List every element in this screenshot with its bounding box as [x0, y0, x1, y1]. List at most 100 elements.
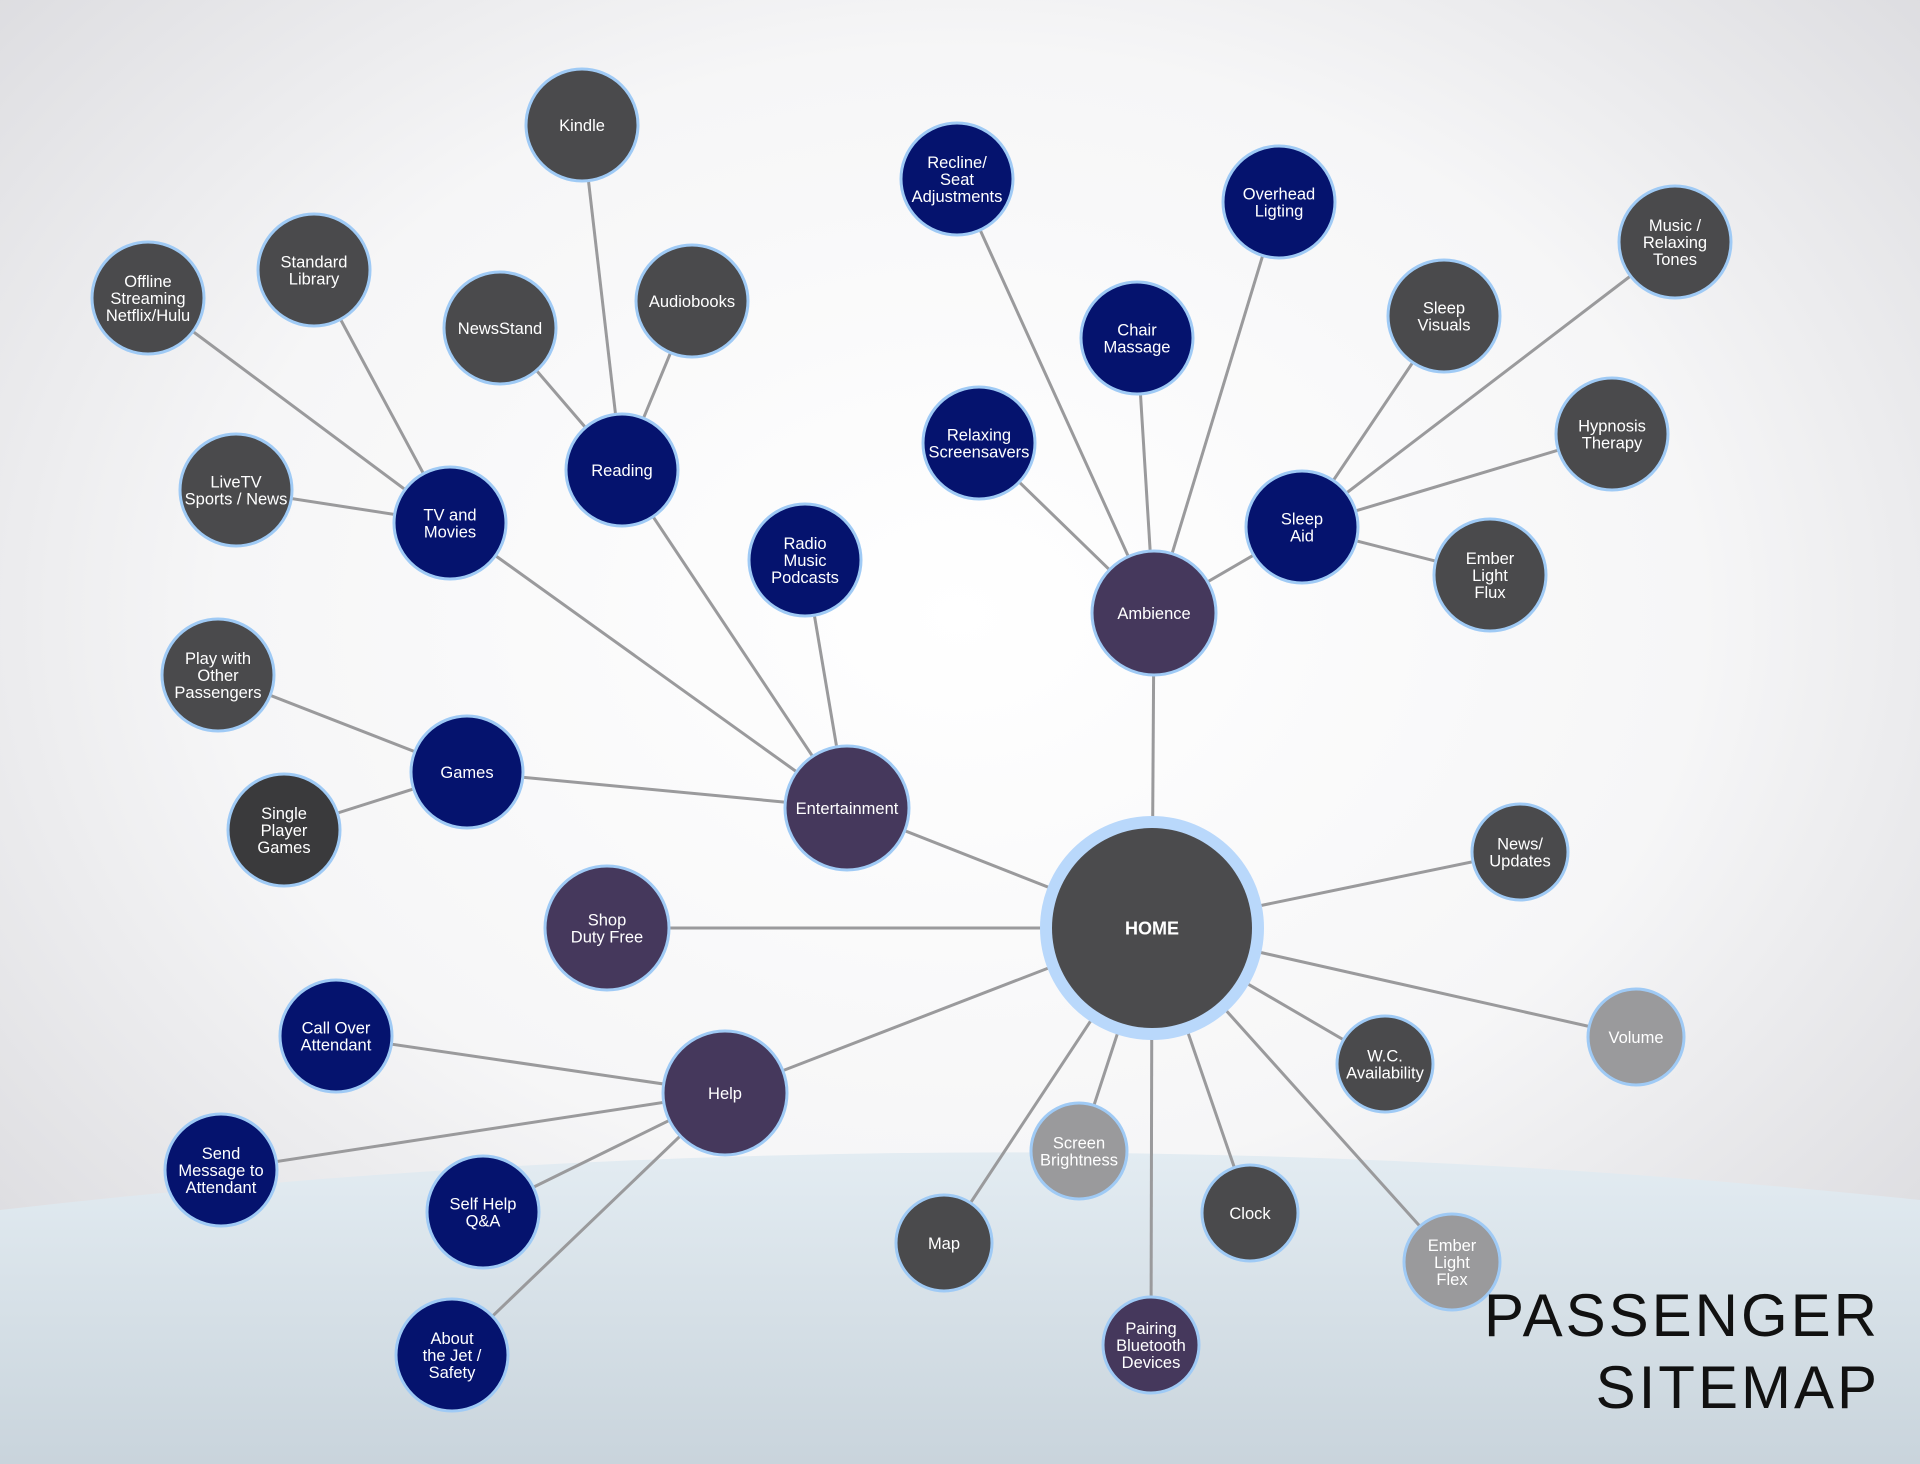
node-label-overhead: Overhead: [1243, 185, 1315, 203]
edge-help-sendmsg: [220, 1091, 726, 1172]
node-label-flux: Ember: [1466, 550, 1515, 568]
node-help: Help: [661, 1029, 789, 1157]
node-label-livetv: LiveTV: [210, 473, 261, 491]
node-label-single: Games: [257, 839, 310, 857]
node-label-livetv: Sports / News: [185, 490, 288, 508]
edge-help-callover: [335, 1034, 726, 1095]
edge-ambience-recline: [955, 178, 1156, 614]
node-circle-entertainment: [783, 744, 911, 872]
node-label-entertainment: Entertainment: [796, 800, 899, 818]
node-label-callover: Call Over: [302, 1019, 371, 1037]
node-circle-sendmsg: [163, 1112, 279, 1228]
node-label-home: HOME: [1125, 918, 1179, 938]
node-ambience: Ambience: [1090, 549, 1218, 677]
node-label-callover: Attendant: [301, 1036, 372, 1054]
node-label-offline: Offline: [124, 273, 171, 291]
node-label-map: Map: [928, 1235, 960, 1253]
node-circle-news: [1470, 802, 1570, 902]
node-circle-help: [661, 1029, 789, 1157]
node-circle-radio: [747, 502, 863, 618]
node-label-sleepaid: Sleep: [1281, 510, 1323, 528]
node-label-flex: Light: [1434, 1254, 1470, 1272]
node-label-news: Updates: [1489, 852, 1550, 870]
node-circle-overhead: [1221, 144, 1337, 260]
node-label-tv: Movies: [424, 523, 476, 541]
node-circle-volume: [1586, 987, 1686, 1087]
node-circle-reading: [564, 412, 680, 528]
node-label-offline: Streaming: [110, 290, 185, 308]
node-circle-shop: [543, 864, 671, 992]
node-label-volume: Volume: [1608, 1029, 1663, 1047]
node-circle-map: [894, 1193, 994, 1293]
page-title-line-2: SITEMAP: [1595, 1354, 1880, 1421]
node-label-pairing: Devices: [1122, 1354, 1181, 1372]
node-circle-pairing: [1101, 1295, 1201, 1395]
node-news: News/Updates: [1470, 802, 1570, 902]
node-label-hypnosis: Hypnosis: [1578, 417, 1646, 435]
node-circle-selfhelp: [425, 1154, 541, 1270]
node-circle-sleepaid: [1244, 469, 1360, 585]
node-label-reading: Reading: [591, 462, 652, 480]
node-label-help: Help: [708, 1085, 742, 1103]
node-circle-about: [394, 1297, 510, 1413]
node-map: Map: [894, 1193, 994, 1293]
node-circle-screensavers: [921, 385, 1037, 501]
node-circle-single: [226, 772, 342, 888]
node-label-flux: Light: [1472, 567, 1508, 585]
node-label-single: Player: [261, 822, 308, 840]
node-circle-clock: [1200, 1163, 1300, 1263]
node-label-playother: Other: [197, 667, 239, 685]
node-label-wc: W.C.: [1367, 1047, 1403, 1065]
node-label-games: Games: [440, 764, 493, 782]
node-audiobooks: Audiobooks: [634, 243, 750, 359]
page-title: PASSENGER SITEMAP: [1484, 1280, 1880, 1424]
edge-entertainment-reading: [620, 469, 849, 809]
node-label-flux: Flux: [1474, 584, 1506, 602]
node-label-recline: Adjustments: [912, 188, 1003, 206]
node-label-flex: Ember: [1428, 1237, 1477, 1255]
node-label-brightness: Brightness: [1040, 1151, 1118, 1169]
node-home: HOME: [1040, 816, 1264, 1040]
node-circle-recline: [899, 121, 1015, 237]
node-circle-audiobooks: [634, 243, 750, 359]
node-label-tv: TV and: [423, 506, 476, 524]
node-label-pairing: Pairing: [1125, 1320, 1176, 1338]
node-circle-hypnosis: [1554, 376, 1670, 492]
node-label-sleepaid: Aid: [1290, 527, 1314, 545]
edge-sleepaid-music: [1301, 240, 1676, 529]
node-circle-wc: [1335, 1014, 1435, 1114]
node-label-shop: Duty Free: [571, 928, 643, 946]
edge-entertainment-tv: [449, 521, 848, 810]
node-label-offline: Netflix/Hulu: [106, 307, 190, 325]
node-circle-ambience: [1090, 549, 1218, 677]
node-label-sendmsg: Message to: [178, 1162, 263, 1180]
node-clock: Clock: [1200, 1163, 1300, 1263]
node-label-recline: Seat: [940, 171, 974, 189]
node-circle-home: [1052, 828, 1252, 1028]
node-circle-flex: [1402, 1212, 1502, 1312]
node-circle-newsstand: [442, 270, 558, 386]
node-label-kindle: Kindle: [559, 117, 605, 135]
edge-entertainment-games: [466, 770, 848, 810]
node-label-about: the Jet /: [423, 1347, 482, 1365]
node-label-overhead: Ligting: [1255, 202, 1304, 220]
